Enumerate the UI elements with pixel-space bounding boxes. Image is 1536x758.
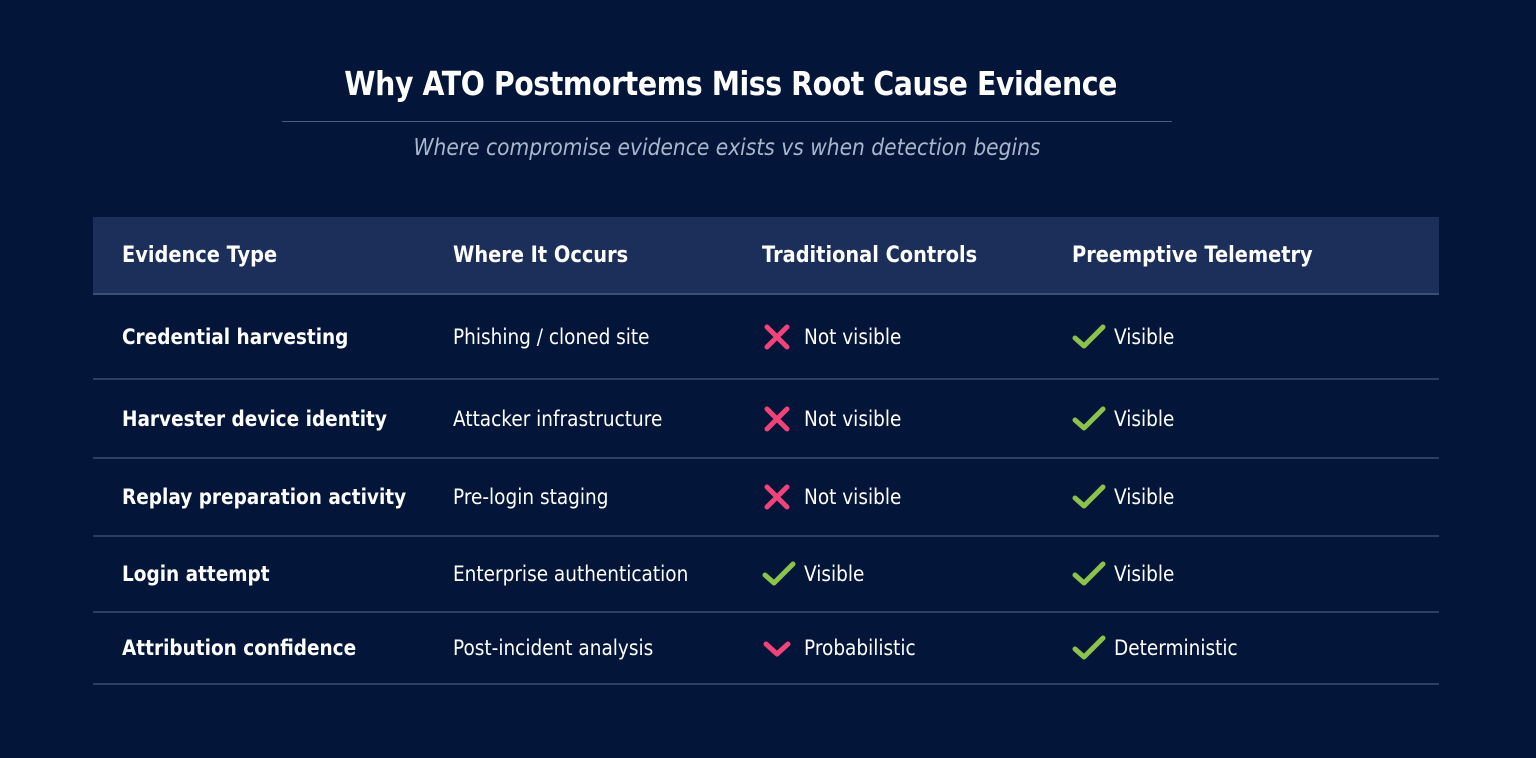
evidence-cell: Harvester device identity	[122, 380, 423, 457]
status-label: Deterministic	[1114, 636, 1238, 660]
traditional-cell: Probabilistic	[762, 613, 931, 683]
header-label: Where It Occurs	[453, 242, 629, 268]
where-label: Post-incident analysis	[453, 636, 654, 660]
check-icon	[1072, 482, 1106, 512]
table-row: Replay preparation activity Pre-login st…	[93, 459, 1439, 537]
table-row: Attribution confidence Post-incident ana…	[93, 613, 1439, 685]
evidence-label: Attribution confidence	[122, 636, 357, 660]
evidence-label: Replay preparation activity	[122, 485, 407, 509]
header-cell-preemptive-telemetry: Preemptive Telemetry	[1072, 217, 1346, 293]
header-cell-traditional-controls: Traditional Controls	[762, 217, 1007, 293]
evidence-cell: Credential harvesting	[122, 295, 379, 378]
evidence-cell: Replay preparation activity	[122, 459, 445, 535]
cross-icon	[762, 322, 792, 352]
where-label: Pre-login staging	[453, 485, 609, 509]
where-cell: Attacker infrastructure	[453, 380, 691, 457]
check-icon	[1072, 559, 1106, 589]
check-icon	[1072, 404, 1106, 434]
page-title: Why ATO Postmortems Miss Root Cause Evid…	[344, 64, 1117, 103]
evidence-cell: Attribution confidence	[122, 613, 388, 683]
preemptive-cell: Visible	[1072, 537, 1183, 611]
where-cell: Pre-login staging	[453, 459, 630, 535]
traditional-cell: Not visible	[762, 459, 915, 535]
status-label: Visible	[1114, 562, 1175, 586]
header-cell-where-it-occurs: Where It Occurs	[453, 217, 652, 293]
evidence-table: Evidence Type Where It Occurs Traditiona…	[93, 217, 1439, 685]
header-cell-evidence-type: Evidence Type	[122, 217, 298, 293]
chevron-down-icon	[762, 633, 792, 663]
table-row: Login attempt Enterprise authentication …	[93, 537, 1439, 613]
status-label: Not visible	[804, 485, 902, 509]
status-label: Not visible	[804, 406, 902, 431]
page-subtitle: Where compromise evidence exists vs when…	[413, 135, 1041, 161]
traditional-cell: Visible	[762, 537, 873, 611]
table-row: Credential harvesting Phishing / cloned …	[93, 295, 1439, 380]
preemptive-cell: Visible	[1072, 380, 1183, 457]
cross-icon	[762, 404, 792, 434]
where-label: Phishing / cloned site	[453, 324, 650, 349]
status-label: Probabilistic	[804, 636, 916, 660]
table-row: Harvester device identity Attacker infra…	[93, 380, 1439, 459]
check-icon	[762, 559, 796, 589]
evidence-label: Login attempt	[122, 562, 270, 586]
header-label: Evidence Type	[122, 242, 278, 268]
where-cell: Phishing / cloned site	[453, 295, 676, 378]
header-label: Preemptive Telemetry	[1072, 242, 1313, 268]
where-cell: Post-incident analysis	[453, 613, 681, 683]
preemptive-cell: Visible	[1072, 459, 1183, 535]
traditional-cell: Not visible	[762, 295, 915, 378]
status-label: Not visible	[804, 324, 902, 349]
where-cell: Enterprise authentication	[453, 537, 720, 611]
preemptive-cell: Deterministic	[1072, 613, 1255, 683]
status-label: Visible	[1114, 324, 1175, 349]
where-label: Attacker infrastructure	[453, 406, 663, 431]
cross-icon	[762, 482, 792, 512]
evidence-cell: Login attempt	[122, 537, 290, 611]
where-label: Enterprise authentication	[453, 562, 689, 586]
header-label: Traditional Controls	[762, 242, 978, 268]
check-icon	[1072, 322, 1106, 352]
status-label: Visible	[1114, 485, 1175, 509]
title-divider	[282, 121, 1172, 122]
evidence-label: Credential harvesting	[122, 324, 349, 349]
table-header: Evidence Type Where It Occurs Traditiona…	[93, 217, 1439, 295]
evidence-label: Harvester device identity	[122, 406, 387, 431]
status-label: Visible	[1114, 406, 1175, 431]
preemptive-cell: Visible	[1072, 295, 1183, 378]
check-icon	[1072, 633, 1106, 663]
traditional-cell: Not visible	[762, 380, 915, 457]
status-label: Visible	[804, 562, 865, 586]
